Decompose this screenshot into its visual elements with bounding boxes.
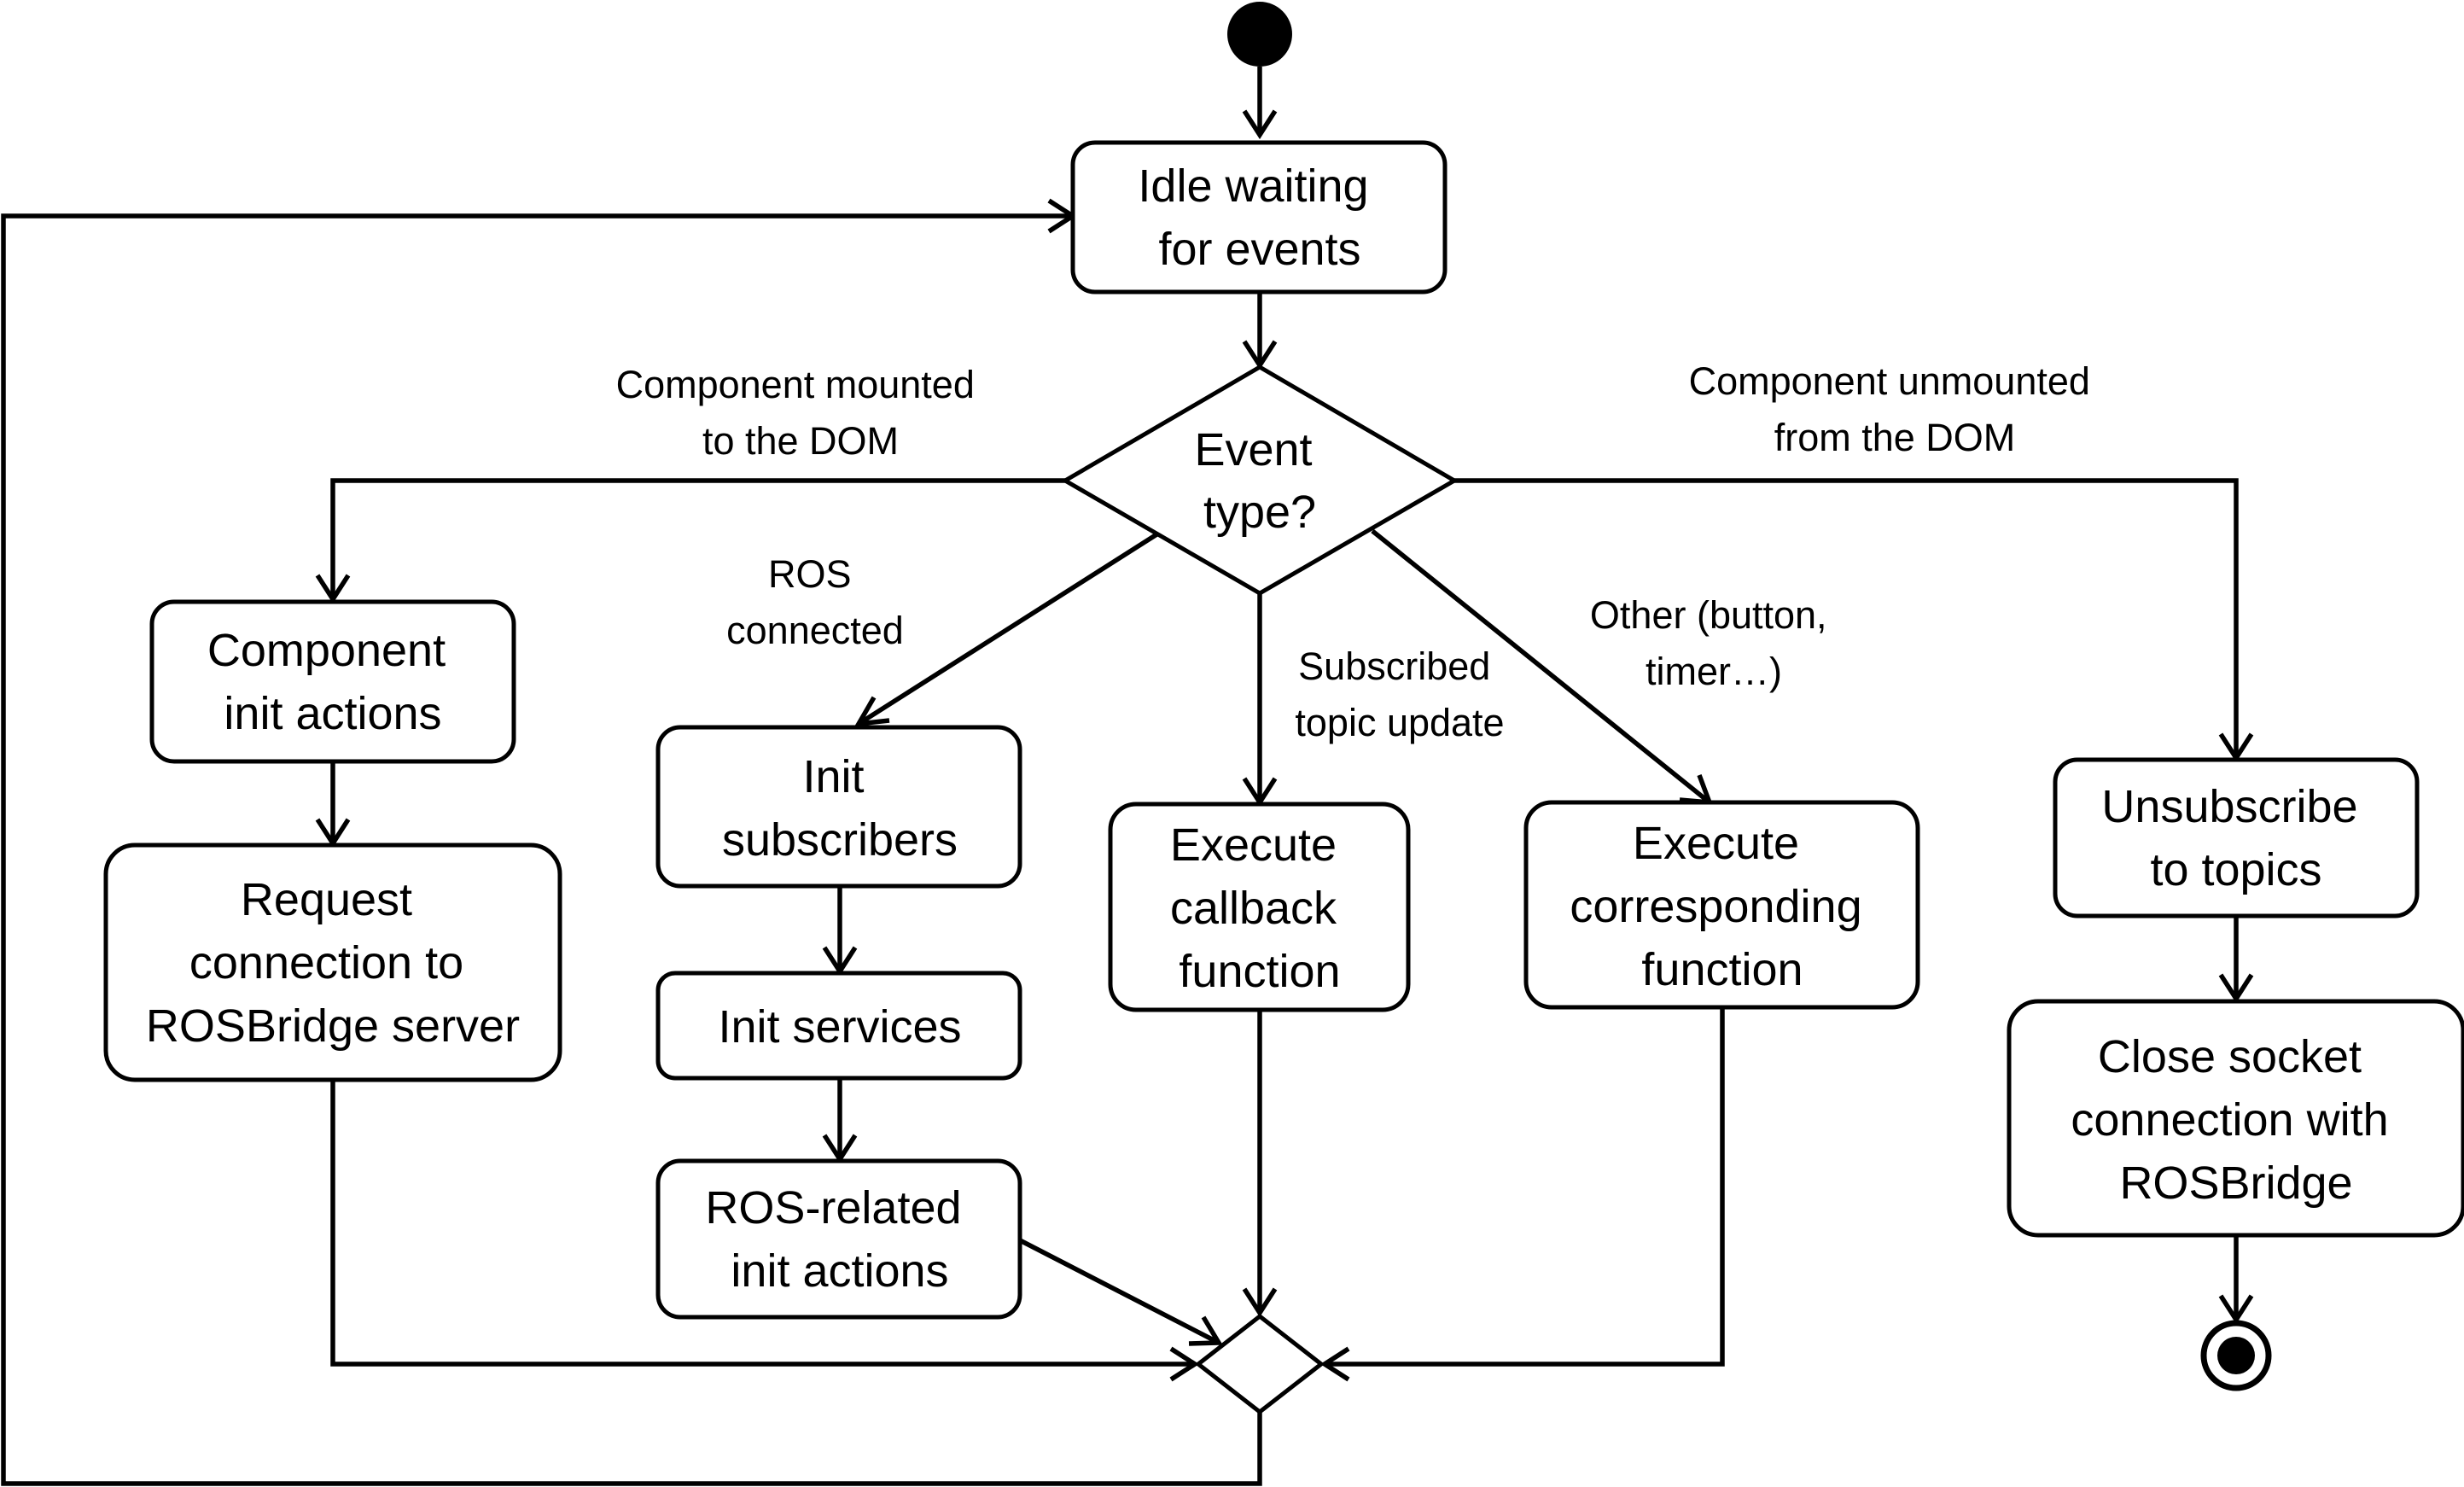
request-connection-box bbox=[103, 843, 562, 1082]
init-subscribers-label: Init subscribers bbox=[722, 751, 958, 866]
close-socket-label: Close socket connection with ROSBridge bbox=[2071, 1031, 2401, 1209]
merge-node bbox=[1194, 1313, 1325, 1415]
idle-label: Idle waiting for events bbox=[1138, 160, 1381, 275]
execute-corresponding-box bbox=[1523, 800, 1920, 1010]
decision-label: Event type? bbox=[1194, 424, 1325, 538]
final-node bbox=[2200, 1320, 2272, 1391]
guard-ros-connected: ROS connected bbox=[726, 552, 904, 652]
idle-box bbox=[1070, 140, 1448, 294]
unsubscribe-box bbox=[2053, 757, 2420, 918]
request-connection-label: Request connection to ROSBridge server bbox=[146, 874, 520, 1052]
ros-init-label: ROS-related init actions bbox=[705, 1182, 974, 1297]
execute-corresponding-label: Execute corresponding function bbox=[1570, 818, 1874, 995]
guard-other: Other (button, timer…) bbox=[1590, 593, 1838, 693]
decision-node bbox=[1061, 364, 1459, 596]
component-init-box bbox=[149, 599, 516, 764]
init-services-box bbox=[655, 971, 1022, 1081]
component-init-label: Component init actions bbox=[207, 625, 458, 739]
guard-mounted: Component mounted to the DOM bbox=[616, 363, 986, 463]
guard-subscribed-update: Subscribed topic update bbox=[1295, 644, 1504, 744]
execute-callback-label: Execute callback function bbox=[1170, 819, 1349, 997]
init-services-label: Init services bbox=[718, 1001, 961, 1053]
init-subscribers-box bbox=[655, 725, 1022, 889]
initial-node bbox=[1227, 2, 1292, 67]
execute-callback-box bbox=[1108, 802, 1411, 1012]
connectors bbox=[1, 67, 2254, 1486]
unsubscribe-label: Unsubscribe to topics bbox=[2101, 781, 2370, 895]
guard-unmounted: Component unmounted from the DOM bbox=[1689, 359, 2101, 459]
close-socket-box bbox=[2007, 999, 2464, 1238]
ros-init-box bbox=[655, 1158, 1022, 1320]
